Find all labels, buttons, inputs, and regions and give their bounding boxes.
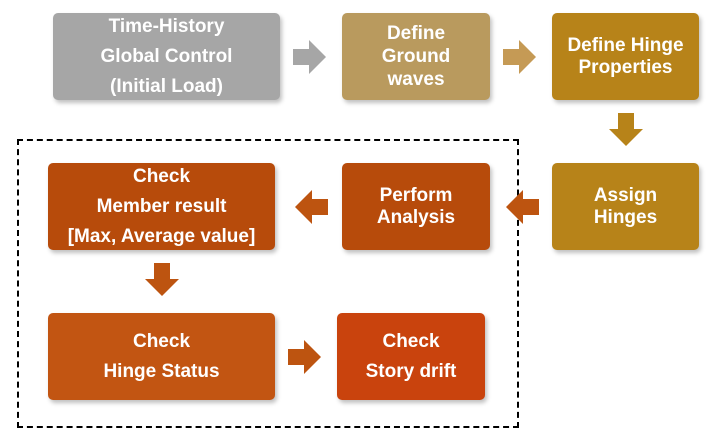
step-line: Assign bbox=[593, 184, 658, 206]
arrow-right-icon bbox=[503, 40, 536, 74]
step-time-history-global-control: Time-History Global Control (Initial Loa… bbox=[53, 13, 280, 100]
step-line: Ground bbox=[381, 46, 451, 67]
arrow-left-icon bbox=[295, 190, 328, 224]
arrow-right-icon bbox=[288, 340, 321, 374]
step-line: Properties bbox=[578, 56, 673, 78]
step-line: Time-History bbox=[108, 15, 225, 37]
step-line: Hinges bbox=[593, 206, 658, 228]
arrow-right-icon bbox=[293, 40, 326, 74]
step-define-hinge-properties: Define Hinge Properties bbox=[552, 13, 699, 100]
arrow-left-icon bbox=[506, 190, 539, 224]
step-line: Member result bbox=[96, 195, 227, 217]
step-define-ground-waves: Define Ground waves bbox=[342, 13, 490, 100]
step-line: Check bbox=[132, 330, 191, 352]
step-check-hinge-status: Check Hinge Status bbox=[48, 313, 275, 400]
step-line: Check bbox=[382, 330, 440, 352]
step-line: Perform bbox=[379, 184, 453, 206]
step-assign-hinges: Assign Hinges bbox=[552, 163, 699, 250]
arrow-down-icon bbox=[145, 263, 179, 296]
step-line: waves bbox=[387, 69, 445, 90]
step-line: Hinge Status bbox=[103, 360, 220, 382]
arrow-down-icon bbox=[609, 113, 643, 146]
step-line: Define bbox=[386, 23, 446, 44]
step-line: Check bbox=[132, 165, 191, 187]
step-line: (Initial Load) bbox=[110, 75, 223, 97]
step-perform-analysis: Perform Analysis bbox=[342, 163, 490, 250]
step-line: [Max, Average value] bbox=[67, 225, 256, 247]
step-line: Analysis bbox=[376, 206, 456, 228]
step-check-member-result: Check Member result [Max, Average value] bbox=[48, 163, 275, 250]
step-line: Story drift bbox=[365, 360, 457, 382]
step-line: Global Control bbox=[100, 45, 233, 67]
analysis-group-dashed-border bbox=[17, 139, 519, 428]
step-check-story-drift: Check Story drift bbox=[337, 313, 485, 400]
step-line: Define Hinge bbox=[567, 34, 684, 56]
